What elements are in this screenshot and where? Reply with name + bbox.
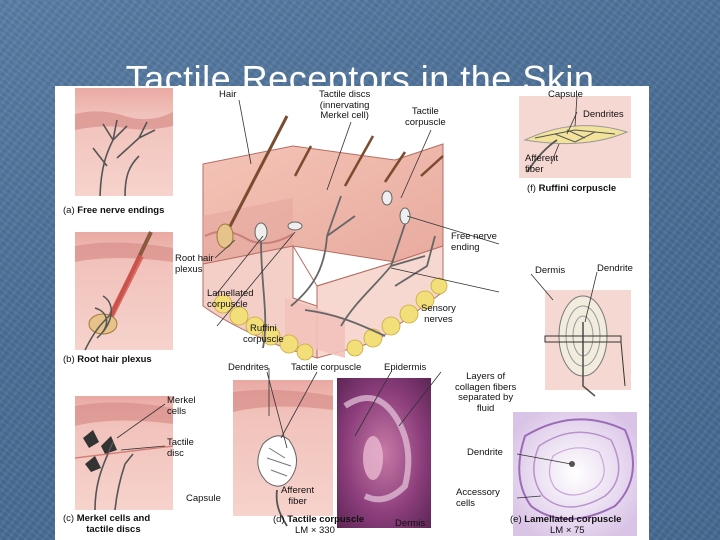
caption-d-magnification: LM × 330 bbox=[295, 524, 335, 536]
label-dermis-e: Dermis bbox=[535, 265, 566, 276]
panel-f-ruffini-corpuscle bbox=[519, 96, 631, 178]
caption-c-text: Merkel cells and tactile discs bbox=[76, 513, 151, 535]
skin-block-illustration bbox=[202, 115, 448, 361]
label-tactile-disc: Tactile disc bbox=[167, 437, 194, 459]
label-ruffini-corpuscle: Ruffini corpuscle bbox=[243, 323, 284, 345]
label-dendrites-f: Dendrites bbox=[583, 109, 624, 120]
panel-e-lamellated-corpuscle bbox=[513, 290, 637, 536]
caption-c-letter: (c) bbox=[63, 513, 75, 524]
caption-d-letter: (d) bbox=[273, 514, 285, 525]
panel-c-merkel-cells bbox=[74, 396, 174, 511]
caption-e-text: Lamellated corpuscle bbox=[524, 514, 622, 525]
label-dendrite-e: Dendrite bbox=[467, 447, 503, 458]
caption-b: (b) Root hair plexus bbox=[63, 354, 152, 366]
caption-e-magnification: LM × 75 bbox=[550, 524, 585, 536]
figure-illustration bbox=[74, 88, 637, 536]
label-afferent-fiber-d: Afferent fiber bbox=[281, 485, 315, 507]
label-capsule-f: Capsule bbox=[548, 89, 583, 100]
caption-a-text: Free nerve endings bbox=[77, 205, 165, 216]
label-dendrite-e-top: Dendrite bbox=[597, 263, 633, 274]
label-afferent-fiber-f: Afferent fiber bbox=[525, 153, 559, 175]
skin-receptors-figure: Hair Tactile discs (innervating Merkel c… bbox=[55, 86, 649, 540]
caption-e: (e) Lamellated corpuscle LM × 75 bbox=[510, 514, 622, 536]
label-hair: Hair bbox=[219, 89, 237, 100]
caption-b-text: Root hair plexus bbox=[77, 354, 152, 365]
caption-a-letter: (a) bbox=[63, 205, 75, 216]
caption-d: (d) Tactile corpuscle LM × 330 bbox=[273, 514, 365, 536]
caption-f-text: Ruffini corpuscle bbox=[538, 183, 617, 194]
label-dermis-d: Dermis bbox=[395, 518, 426, 529]
label-tactile-discs: Tactile discs (innervating Merkel cell) bbox=[319, 89, 371, 121]
label-layers-collagen: Layers of collagen fibers separated by f… bbox=[455, 371, 517, 414]
label-root-hair-plexus: Root hair plexus bbox=[175, 253, 214, 275]
label-tactile-corpuscle-d: Tactile corpuscle bbox=[291, 362, 362, 373]
caption-e-letter: (e) bbox=[510, 514, 522, 525]
label-dendrites-d: Dendrites bbox=[228, 362, 269, 373]
label-lamellated-corpuscle: Lamellated corpuscle bbox=[207, 288, 254, 310]
caption-a: (a) Free nerve endings bbox=[63, 205, 165, 217]
caption-f-letter: (f) bbox=[527, 183, 536, 194]
panel-a-free-nerve-endings bbox=[75, 88, 173, 197]
caption-d-text: Tactile corpuscle bbox=[287, 514, 365, 525]
label-free-nerve-ending: Free nerve ending bbox=[451, 231, 497, 253]
caption-c: (c) Merkel cells and tactile discs bbox=[63, 513, 151, 535]
label-tactile-corpuscle-top: Tactile corpuscle bbox=[405, 106, 446, 128]
panel-d-tactile-corpuscle bbox=[233, 378, 431, 528]
label-accessory-cells: Accessory cells bbox=[456, 487, 500, 509]
label-epidermis: Epidermis bbox=[384, 362, 427, 373]
label-merkel-cells: Merkel cells bbox=[167, 395, 196, 417]
label-sensory-nerves: Sensory nerves bbox=[421, 303, 456, 325]
caption-b-letter: (b) bbox=[63, 354, 75, 365]
caption-f: (f) Ruffini corpuscle bbox=[527, 183, 617, 195]
label-capsule-d: Capsule bbox=[186, 493, 221, 504]
panel-b-root-hair-plexus bbox=[75, 231, 173, 351]
